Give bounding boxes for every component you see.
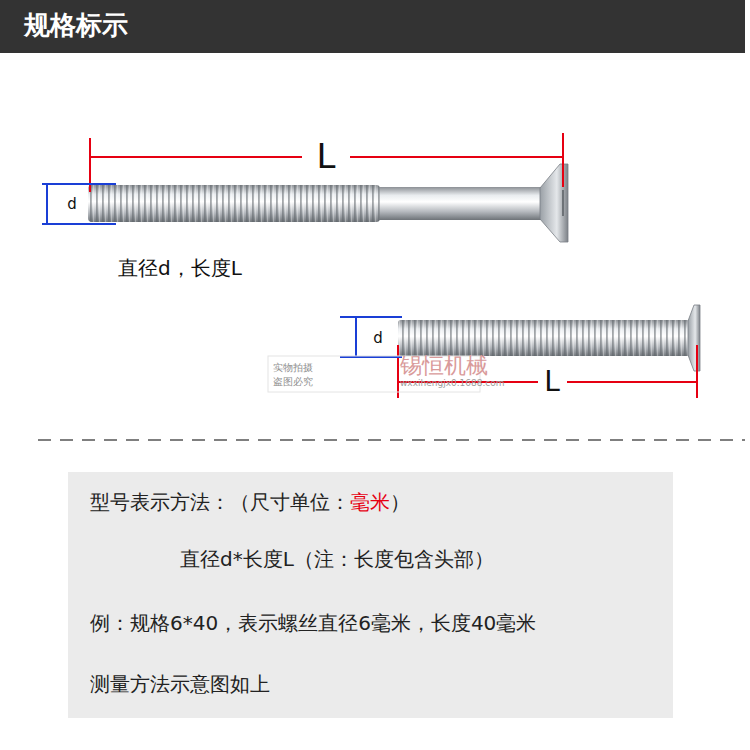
title-bar bbox=[0, 0, 745, 53]
unit-highlight: 毫米 bbox=[350, 490, 390, 514]
dimension-label: d bbox=[373, 330, 383, 347]
note-text: ） bbox=[390, 490, 410, 514]
dimension-lines bbox=[340, 317, 697, 398]
note-text: 例：规格6*40，表示螺丝直径6毫米，长度40毫米 bbox=[90, 611, 536, 635]
watermark: 盗图必究 bbox=[273, 376, 313, 387]
separator bbox=[38, 439, 745, 441]
watermark: 锡恒机械 bbox=[400, 354, 488, 378]
note-text: 测量方法示意图如上 bbox=[90, 672, 270, 696]
dimension-label: L bbox=[540, 367, 564, 398]
dimension-label: d bbox=[67, 196, 77, 213]
page-title: 规格标示 bbox=[24, 11, 128, 40]
dimension-label: L bbox=[313, 138, 340, 175]
note-text: 型号表示方法：（尺寸单位： bbox=[90, 490, 350, 514]
note-panel: 型号表示方法：（尺寸单位：毫米） 直径d*长度L（注：长度包含头部） 例：规格6*4… bbox=[68, 472, 673, 718]
screw-long bbox=[88, 164, 568, 242]
note-text: 直径d*长度L（注：长度包含头部） bbox=[180, 547, 494, 571]
watermark: 实物拍摄 bbox=[273, 362, 313, 373]
dimension-lines bbox=[42, 133, 563, 224]
caption-note: 直径d，长度L bbox=[118, 257, 242, 279]
watermark: wxxihengjx0.1688.com bbox=[400, 379, 505, 389]
